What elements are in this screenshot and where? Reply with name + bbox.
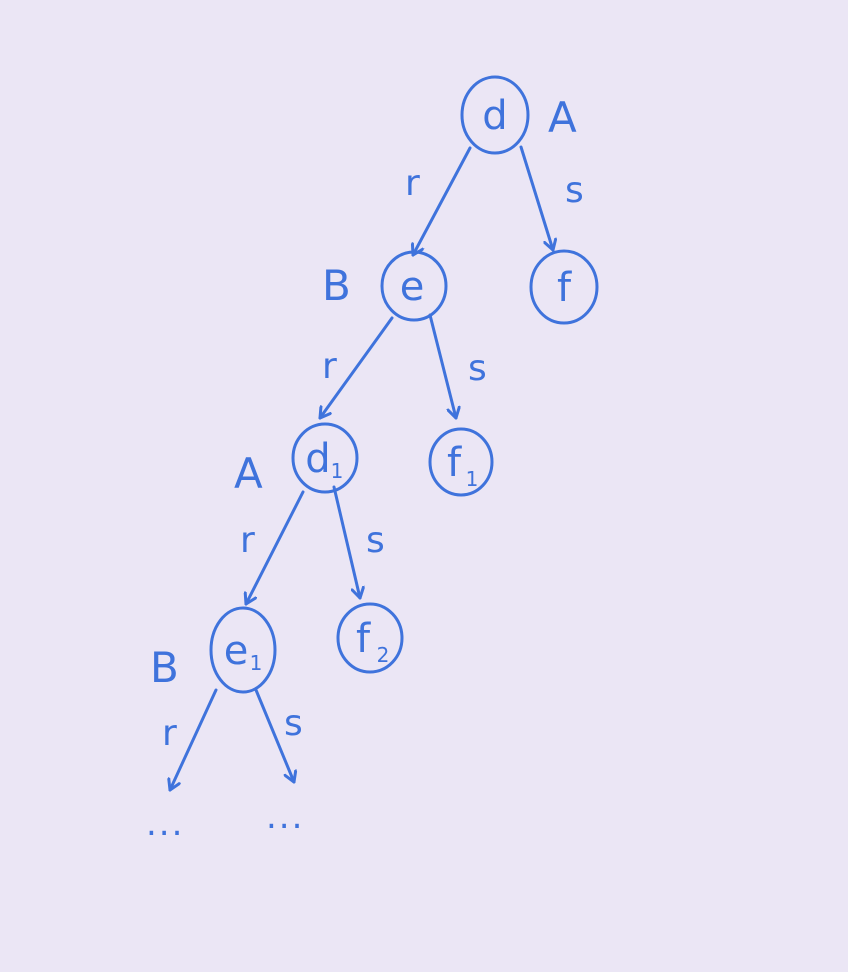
node-f1-circle	[428, 427, 494, 497]
side-label-d1: A	[234, 449, 263, 498]
node-d-circle	[460, 75, 530, 155]
edge-label-d-f: s	[565, 170, 584, 211]
continuation-left: ...	[146, 804, 184, 844]
node-f1: f 1	[428, 427, 494, 497]
side-label-e1: B	[150, 643, 179, 692]
node-e1-subscript: 1	[250, 651, 263, 675]
side-label-e: B	[322, 261, 351, 310]
node-d1-circle	[291, 422, 359, 494]
side-labels-group: A B A B	[150, 93, 577, 692]
edge-d1-e1	[246, 490, 305, 606]
edges-group	[170, 145, 553, 792]
edge-label-d1-e1: r	[240, 520, 255, 561]
edge-d-e	[413, 146, 472, 257]
node-e: e	[380, 250, 448, 322]
node-e1-circle	[209, 606, 277, 694]
edge-d1-f2	[332, 485, 360, 600]
node-f2: f 2	[336, 602, 404, 674]
edge-labels-group: r s r s r s r s	[162, 163, 584, 754]
nodes-group: d e f d 1 f 1 e 1 f 2	[209, 75, 599, 694]
node-f-letter: f	[557, 265, 572, 311]
edge-label-d1-f2: s	[366, 520, 385, 561]
edge-e1-more2	[254, 688, 294, 784]
node-e1-letter: e	[224, 628, 249, 674]
edge-label-d-e: r	[405, 163, 420, 204]
node-f2-circle	[336, 602, 404, 674]
node-f2-letter: f	[356, 616, 371, 662]
node-d1-letter: d	[305, 436, 330, 482]
node-f1-subscript: 1	[466, 467, 479, 491]
edge-label-e-f1: s	[468, 348, 487, 389]
node-e1: e 1	[209, 606, 277, 694]
continuation-group: ... ...	[146, 797, 304, 844]
node-d-letter: d	[482, 93, 507, 139]
side-label-d: A	[548, 93, 577, 142]
node-d: d	[460, 75, 530, 155]
node-e-circle	[380, 250, 448, 322]
node-d1-subscript: 1	[331, 459, 344, 483]
edge-label-e1-more2: s	[284, 703, 303, 744]
edge-label-e1-more1: r	[162, 713, 177, 754]
continuation-right: ...	[266, 797, 304, 837]
node-e-letter: e	[400, 264, 425, 310]
node-f1-letter: f	[447, 440, 462, 486]
node-f: f	[529, 249, 599, 325]
edge-d-f	[519, 145, 553, 252]
edge-e-f1	[428, 313, 456, 420]
edge-label-e-d1: r	[322, 346, 337, 387]
node-d1: d 1	[291, 422, 359, 494]
node-f2-subscript: 2	[377, 643, 390, 667]
edge-e1-more1	[170, 688, 218, 792]
edge-e-d1	[318, 316, 394, 420]
node-f-circle	[529, 249, 599, 325]
